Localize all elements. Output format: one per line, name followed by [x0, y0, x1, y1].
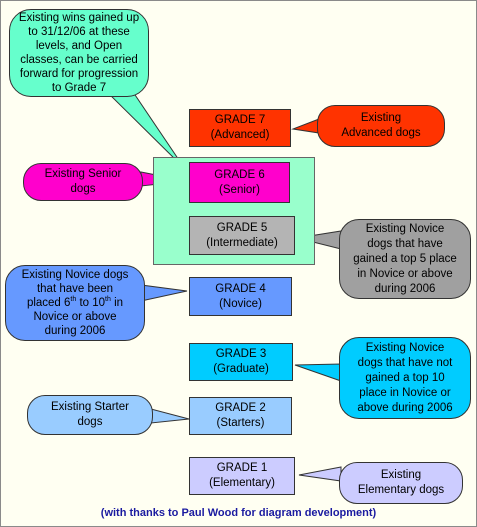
callout-line: that have been [36, 283, 114, 295]
grade-3-box: GRADE 3 (Graduate) [189, 343, 293, 381]
grade-6-box: GRADE 6 (Senior) [189, 162, 290, 203]
grade-1-title: GRADE 1 [216, 462, 268, 474]
callout-line: dogs [70, 183, 96, 195]
callout-line: Existing Starter [51, 401, 129, 413]
callout-line: Elementary dogs [357, 484, 445, 496]
callout-line: place in Novice or [359, 386, 451, 399]
callout-line: Existing Novice [365, 341, 445, 354]
grade-3-level: (Graduate) [213, 363, 269, 375]
callout-line: placed 6th to 10th in [22, 296, 129, 310]
pointer-advanced-dogs [291, 118, 320, 134]
callout-advanced-dogs: Existing Advanced dogs [317, 105, 445, 147]
grade-1-box: GRADE 1 (Elementary) [189, 457, 295, 495]
ordinal-superscript: th [105, 296, 111, 304]
grade-1-level: (Elementary) [209, 477, 275, 489]
grade-2-level: (Starters) [216, 417, 265, 429]
pointer-novice-no-top10 [294, 363, 342, 382]
callout-line: forward for progression [19, 68, 139, 80]
callout-open-classes: Existing wins gained up to 31/12/06 at t… [9, 9, 149, 97]
credit-caption: (with thanks to Paul Wood for diagram de… [100, 507, 377, 519]
grade-4-level: (Novice) [219, 297, 262, 310]
callout-line: Existing Senior [44, 168, 122, 180]
grade-7-box: GRADE 7 (Advanced) [189, 109, 291, 147]
callout-line: Existing Novice dogs [21, 269, 129, 281]
callout-line: Existing [360, 112, 402, 124]
pointer-novice-6-10 [140, 284, 188, 302]
grade-5-title: GRADE 5 [216, 221, 268, 234]
callout-line: dogs that have not [357, 356, 453, 369]
grade-4-box: GRADE 4 (Novice) [189, 277, 292, 316]
callout-senior-dogs: Existing Senior dogs [23, 163, 143, 201]
callout-line: dogs that have [367, 237, 443, 250]
callout-line: gained a top 5 place [353, 252, 457, 265]
callout-line: classes, can be carried [20, 54, 138, 66]
callout-line: levels, and Open [35, 40, 123, 52]
grade-6-level: (Senior) [219, 183, 260, 196]
callout-line: Novice or above [33, 311, 117, 323]
grade-3-title: GRADE 3 [215, 348, 267, 360]
grade-5-box: GRADE 5 (Intermediate) [189, 216, 295, 255]
callout-novice-top5: Existing Novice dogs that have gained a … [339, 219, 471, 299]
callout-line: gained a top 10 [365, 371, 445, 384]
callout-line: to Grade 7 [51, 82, 107, 94]
callout-text: in [110, 297, 124, 309]
callout-line: during 2006 [44, 325, 106, 337]
callout-line: Existing wins gained up [18, 12, 140, 24]
grade-2-box: GRADE 2 (Starters) [189, 397, 292, 435]
callout-elementary-dogs: Existing Elementary dogs [339, 462, 463, 504]
callout-line: dogs [77, 416, 103, 428]
grade-2-title: GRADE 2 [215, 402, 266, 414]
callout-starter-dogs: Existing Starter dogs [27, 395, 153, 435]
grade-5-level: (Intermediate) [206, 236, 278, 249]
callout-line: Existing Novice [365, 222, 445, 235]
callout-text: to 10 [76, 297, 106, 309]
callout-line: in Novice or above [357, 267, 453, 280]
grade-7-title: GRADE 7 [214, 114, 266, 126]
callout-line: Existing [380, 469, 422, 481]
ordinal-superscript: th [70, 296, 77, 304]
pointer-starter-dogs [150, 408, 190, 424]
callout-line: to 31/12/06 at these [28, 26, 130, 38]
grade-7-level: (Advanced) [210, 129, 270, 141]
grade-4-title: GRADE 4 [215, 282, 266, 295]
pointer-elementary-dogs [298, 466, 342, 482]
callout-novice-no-top10: Existing Novice dogs that have not gaine… [339, 337, 471, 419]
callout-line: Advanced dogs [341, 127, 421, 139]
callout-text: placed 6 [26, 297, 71, 309]
callout-line: above during 2006 [357, 401, 453, 414]
callout-novice-6-10: Existing Novice dogs that have been plac… [5, 265, 145, 341]
grade-6-title: GRADE 6 [214, 168, 265, 181]
callout-line: during 2006 [374, 282, 436, 295]
